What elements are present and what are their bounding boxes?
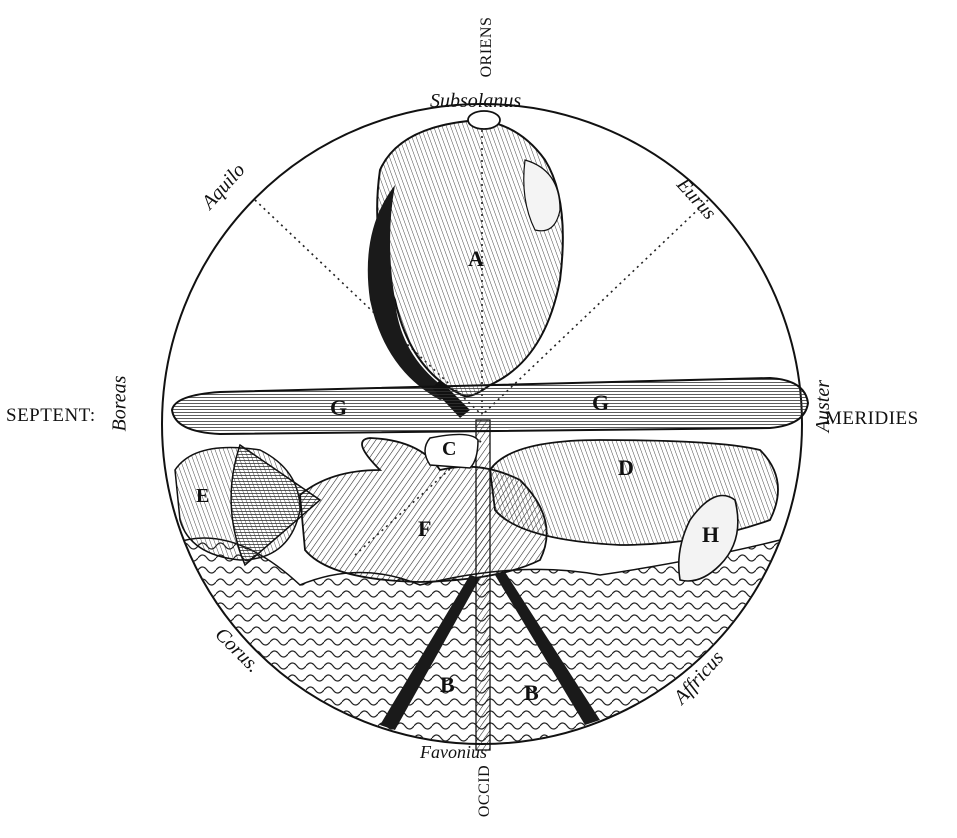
letter-d: D <box>618 455 634 481</box>
oriens-label: ORIENS <box>478 12 496 82</box>
letter-b-left: B <box>440 672 455 698</box>
letter-g-right: G <box>592 390 609 416</box>
letter-f: F <box>418 516 431 542</box>
letter-c: C <box>442 438 456 461</box>
letter-h: H <box>702 522 719 548</box>
occidens-label: OCCID <box>476 758 494 824</box>
septentrio-label: SEPTENT: <box>6 405 96 427</box>
letter-e: E <box>196 485 209 508</box>
letter-g-left: G <box>330 395 347 421</box>
wind-boreas: Boreas <box>109 376 132 432</box>
letter-b-right: B <box>524 680 539 706</box>
wind-subsolanus: Subsolanus <box>430 90 521 113</box>
letter-a: A <box>468 246 484 272</box>
wind-favonius: Favonius <box>420 742 487 763</box>
meridies-label: MERIDIES <box>825 408 919 430</box>
central-tube <box>476 420 490 750</box>
diaphragm-g <box>172 378 808 434</box>
wind-auster: Auster <box>812 380 835 432</box>
heart-opening <box>468 111 500 129</box>
